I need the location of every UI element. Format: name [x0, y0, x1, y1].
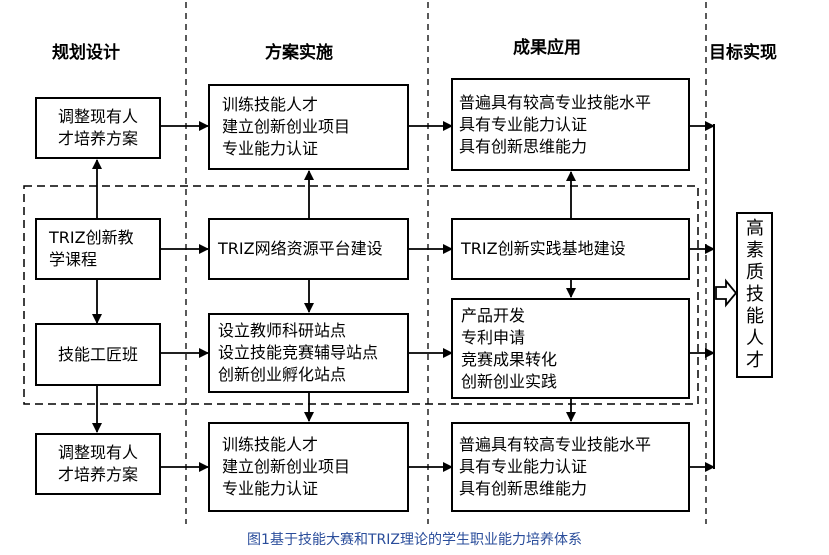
box-line: 创新创业实践 — [461, 371, 558, 391]
plan-craftsman-class-box: 技能工匠班 — [35, 323, 161, 386]
goal-char: 质 — [746, 262, 764, 283]
result-skills-box-bottom: 普遍具有较高专业技能水平 具有专业能力认证 具有创新思维能力 — [451, 422, 690, 512]
column-title-goal: 目标实现 — [709, 43, 777, 63]
box-line: 具有创新思维能力 — [459, 136, 588, 156]
impl-training-box-bottom: 训练技能人才 建立创新创业项目 专业能力认证 — [208, 422, 409, 512]
goal-char: 能 — [746, 306, 764, 327]
goal-char: 技 — [746, 284, 764, 305]
box-line: 训练技能人才 — [222, 435, 319, 454]
box-line: 技能工匠班 — [57, 344, 138, 364]
box-line: 创新创业孵化站点 — [218, 365, 347, 384]
column-title-implement: 方案实施 — [265, 43, 333, 63]
box-line: TRIZ创新实践基地建设 — [461, 239, 626, 258]
box-line: 调整现有人 — [57, 443, 138, 462]
box-line: 建立创新创业项目 — [222, 117, 351, 136]
goal-char: 素 — [746, 240, 764, 261]
box-line: 竞赛成果转化 — [461, 349, 558, 369]
goal-char: 高 — [746, 218, 764, 239]
impl-training-box-top: 训练技能人才 建立创新创业项目 专业能力认证 — [208, 84, 409, 170]
box-line: 才培养方案 — [57, 129, 138, 148]
plan-adjust-box-bottom: 调整现有人 才培养方案 — [35, 433, 161, 495]
box-line: 设立教师科研站点 — [218, 321, 347, 340]
box-line: 建立创新创业项目 — [222, 457, 351, 476]
box-line: 专利申请 — [461, 327, 526, 347]
core-group-frame — [23, 185, 699, 405]
column-title-plan: 规划设计 — [52, 43, 120, 63]
box-line: 具有创新思维能力 — [459, 479, 588, 498]
box-line: 专业能力认证 — [222, 479, 319, 498]
box-line: 普遍具有较高专业技能水平 — [459, 435, 652, 454]
impl-stations-box: 设立教师科研站点 设立技能竞赛辅导站点 创新创业孵化站点 — [208, 313, 409, 393]
column-title-result: 成果应用 — [513, 38, 581, 58]
result-skills-box-top: 普遍具有较高专业技能水平 具有专业能力认证 具有创新思维能力 — [451, 78, 690, 171]
box-line: 具有专业能力认证 — [459, 457, 588, 476]
goal-char: 才 — [746, 350, 764, 371]
box-line: 学课程 — [49, 250, 98, 269]
goal-block-arrow — [715, 278, 738, 308]
box-line: 专业能力认证 — [222, 139, 319, 158]
box-line: TRIZ网络资源平台建设 — [218, 239, 383, 258]
impl-triz-platform-box: TRIZ网络资源平台建设 — [208, 218, 409, 280]
result-triz-base-box: TRIZ创新实践基地建设 — [451, 218, 690, 280]
box-line: 调整现有人 — [57, 107, 138, 126]
box-line: 才培养方案 — [57, 465, 138, 484]
figure-caption: 图1基于技能大赛和TRIZ理论的学生职业能力培养体系 — [247, 532, 582, 548]
goal-char: 人 — [746, 328, 764, 349]
box-line: 具有专业能力认证 — [459, 114, 588, 134]
goal-text: 高 素 质 技 能 人 才 — [744, 218, 766, 372]
result-products-box: 产品开发 专利申请 竞赛成果转化 创新创业实践 — [451, 298, 690, 399]
plan-triz-course-box: TRIZ创新教 学课程 — [35, 218, 161, 280]
plan-adjust-box-top: 调整现有人 才培养方案 — [35, 97, 161, 159]
box-line: 训练技能人才 — [222, 95, 319, 114]
goal-talent-box: 高 素 质 技 能 人 才 — [736, 212, 773, 378]
box-line: 产品开发 — [461, 305, 526, 325]
box-line: 普遍具有较高专业技能水平 — [459, 92, 652, 112]
box-line: TRIZ创新教 — [49, 228, 134, 247]
box-line: 设立技能竞赛辅导站点 — [218, 343, 379, 362]
